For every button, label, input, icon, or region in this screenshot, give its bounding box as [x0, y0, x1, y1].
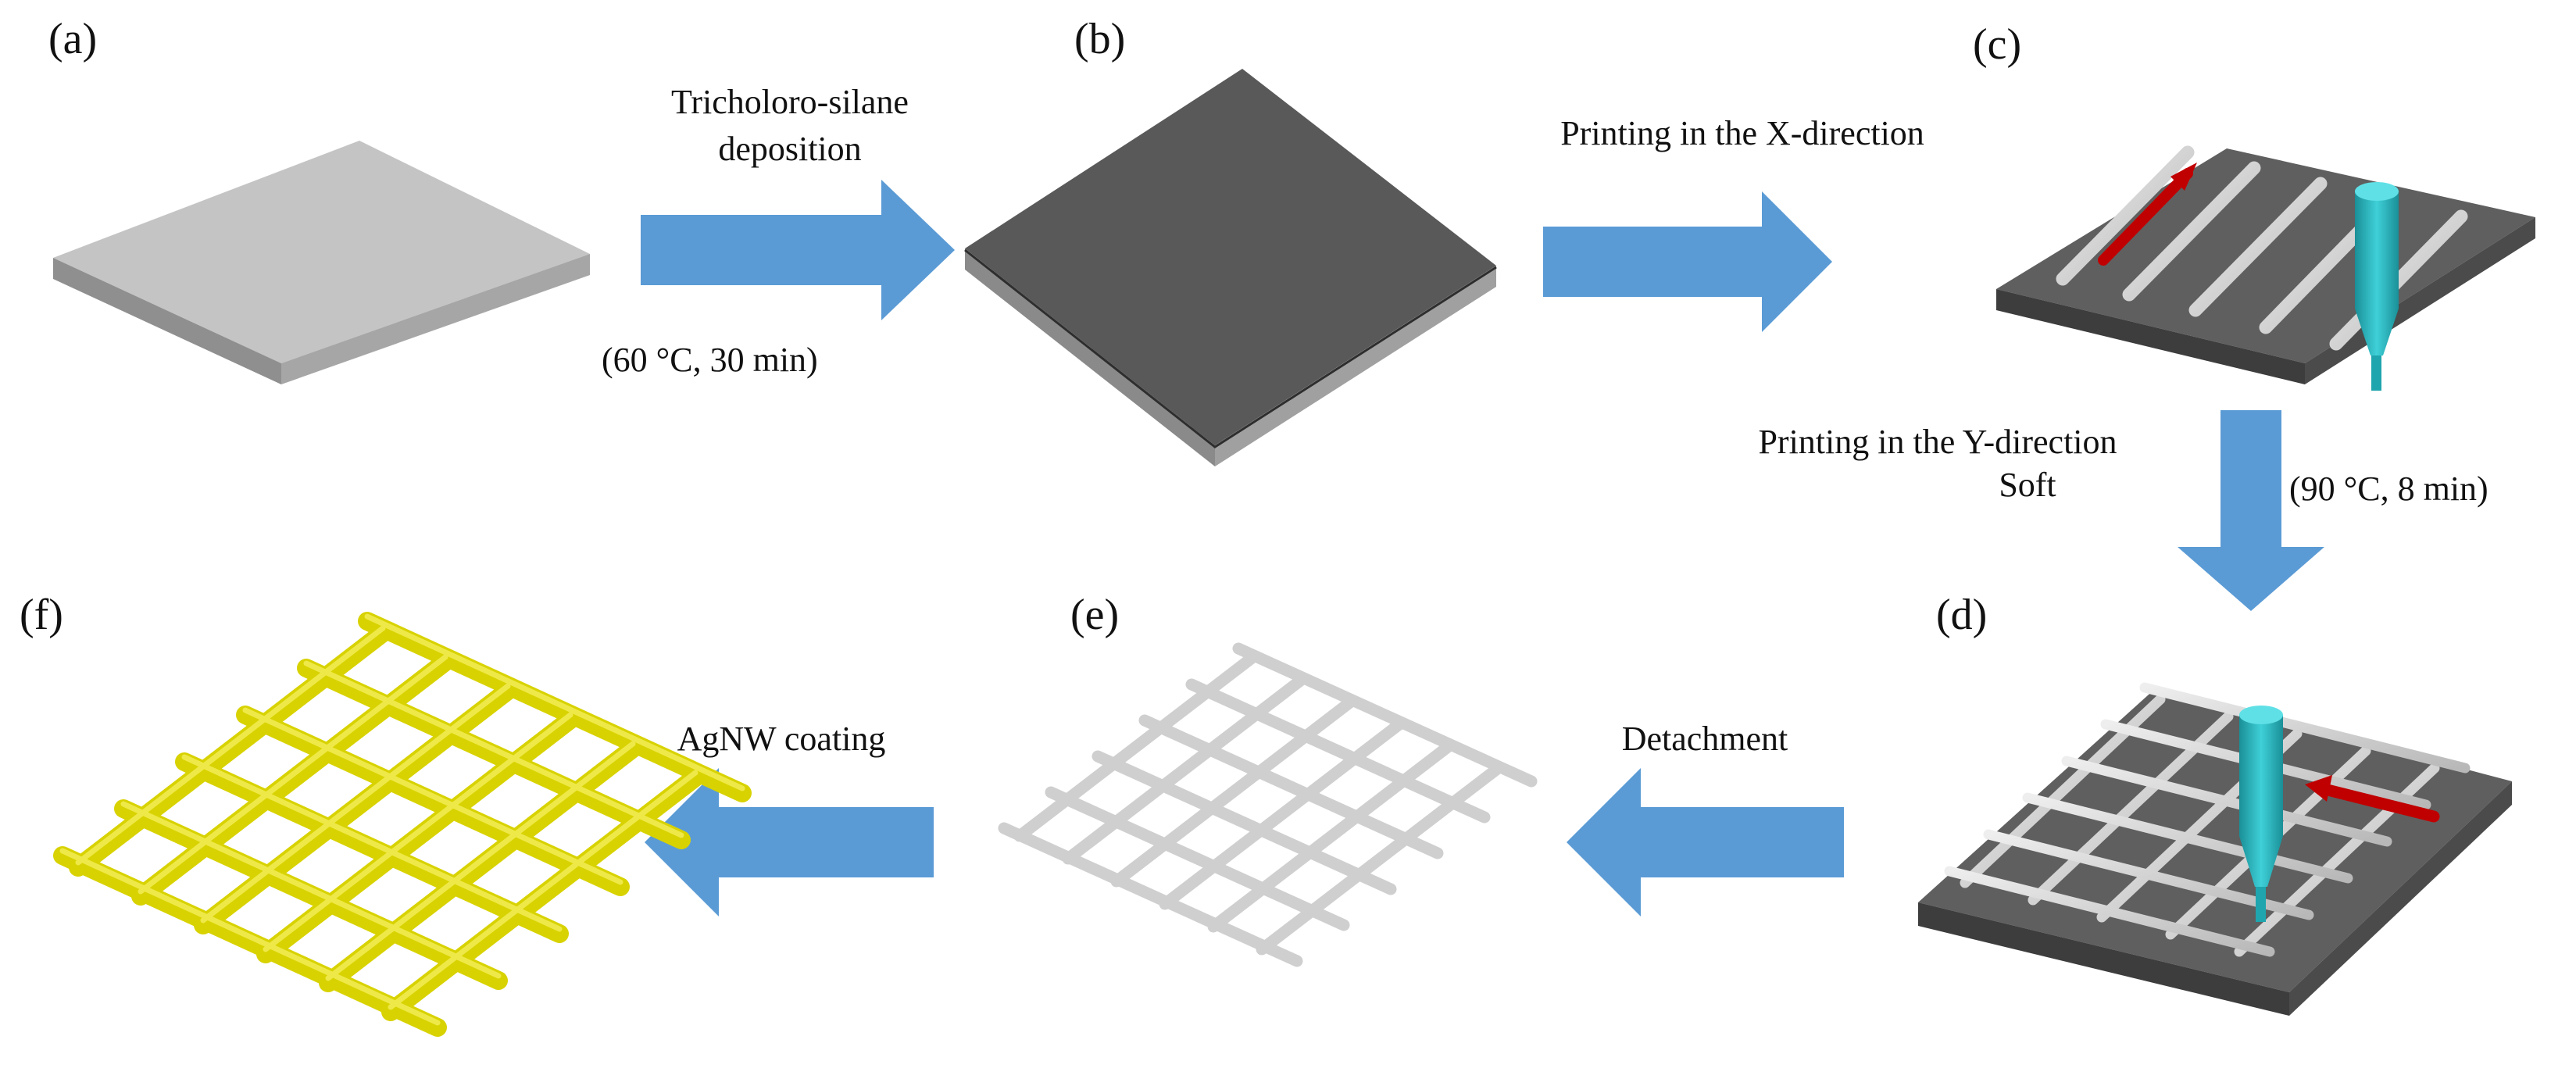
silane-coated-substrate [964, 69, 1497, 466]
step-d-to-e-label: Detachment [1622, 720, 1788, 758]
step-d-to-e: Detachment [1567, 720, 1844, 916]
step-b-to-c-label: Printing in the X-direction [1560, 114, 1924, 152]
printed-substrate-xy [1918, 688, 2512, 1016]
step-c-to-d-condition: (90 °C, 8 min) [2289, 470, 2488, 508]
step-c-to-d-line1: Printing in the Y-direction [1758, 423, 2117, 461]
agnw-coated-mesh-highlight [59, 613, 745, 1026]
step-e-to-f: AgNW coating [645, 720, 934, 916]
print-nozzle-icon [2355, 182, 2399, 391]
down-arrow-c-to-d [2178, 410, 2324, 611]
panel-c: (c) [1973, 20, 2535, 391]
step-a-to-b-line1: Tricholoro-silane [671, 83, 909, 121]
printed-substrate-x [1996, 148, 2535, 384]
right-arrow-a-to-b [641, 180, 955, 320]
left-arrow-d-to-e [1567, 768, 1844, 916]
panel-label-a: (a) [48, 15, 97, 63]
panel-label-f: (f) [20, 591, 63, 639]
left-arrow-e-to-f [645, 768, 934, 916]
step-c-to-d-line2: Soft [1999, 466, 2056, 504]
panel-label-c: (c) [1973, 20, 2021, 69]
step-c-to-d: Printing in the Y-direction Soft (90 °C,… [1758, 410, 2488, 611]
plain-substrate [53, 141, 590, 384]
panel-label-d: (d) [1936, 591, 1987, 639]
step-a-to-b-line2: deposition [718, 130, 861, 168]
step-e-to-f-label: AgNW coating [677, 720, 886, 758]
panel-a: (a) [48, 15, 590, 384]
panel-f: (f) [20, 591, 752, 1037]
print-direction-arrow-icon [2305, 775, 2440, 823]
panel-e: (e) [998, 591, 1538, 967]
detached-mesh [998, 642, 1538, 967]
panel-b: (b) [964, 15, 1497, 466]
panel-label-e: (e) [1070, 591, 1119, 639]
panel-label-b: (b) [1074, 15, 1125, 63]
right-arrow-b-to-c [1543, 191, 1832, 332]
print-nozzle-icon [2239, 706, 2283, 922]
step-a-to-b-condition: (60 °C, 30 min) [602, 341, 818, 379]
step-b-to-c: Printing in the X-direction [1543, 114, 1924, 332]
print-direction-arrow-icon [2098, 163, 2197, 266]
step-a-to-b: Tricholoro-silane deposition (60 °C, 30 … [602, 83, 955, 379]
panel-d: (d) [1918, 591, 2512, 1016]
